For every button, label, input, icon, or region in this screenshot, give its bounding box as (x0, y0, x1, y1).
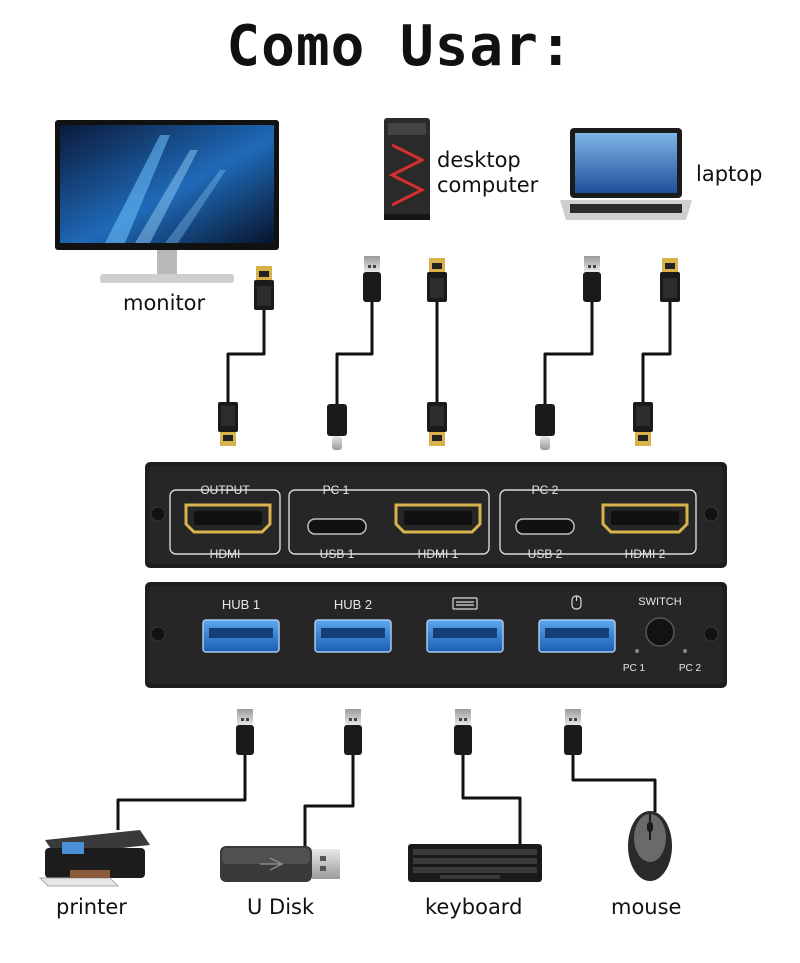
usb-plug-hub2 (344, 709, 362, 755)
laptop-icon (560, 128, 692, 220)
cable-keyboard (461, 755, 522, 846)
label-udisk: U Disk (247, 895, 315, 919)
usb-plug-hub1 (236, 709, 254, 755)
label-hdmi2: HDMI 2 (625, 547, 666, 561)
cable-udisk (303, 755, 355, 846)
cable-desktop-usb (335, 302, 374, 404)
hdmi-plug-laptop (660, 258, 680, 302)
printer-icon (38, 830, 150, 887)
kvm-switch-bottom-panel (145, 582, 727, 688)
label-output-hdmi: HDMI (210, 547, 241, 561)
usb-port-hub1 (202, 619, 280, 653)
label-hub1: HUB 1 (222, 597, 260, 612)
label-switch: SWITCH (638, 596, 681, 608)
cable-laptop-usb (543, 302, 594, 404)
kvm-switch-top-panel (145, 462, 727, 568)
label-desktop-line1: desktop (437, 148, 521, 172)
label-monitor: monitor (123, 291, 206, 315)
hdmi-plug-pc2 (633, 402, 653, 446)
usbc-plug-pc2 (535, 404, 555, 450)
monitor-icon (55, 120, 279, 283)
usbc-port-pc1 (307, 518, 367, 535)
usb-plug-laptop (583, 256, 601, 302)
label-mouse: mouse (611, 895, 682, 919)
desktop-computer-icon (384, 118, 430, 220)
cables (116, 302, 672, 846)
usb-plug-desktop (363, 256, 381, 302)
hdmi-plug-monitor (254, 266, 274, 310)
label-keyboard: keyboard (425, 895, 523, 919)
keyboard-icon (452, 597, 478, 610)
label-desktop-line2: computer (437, 173, 539, 197)
usb-port-keyboard (426, 619, 504, 653)
cable-printer (116, 755, 247, 830)
usb-port-hub2 (314, 619, 392, 653)
label-printer: printer (56, 895, 127, 919)
usbc-plug-pc1 (327, 404, 347, 450)
page-title: Como Usar: (226, 14, 574, 79)
cable-laptop-hdmi (641, 302, 672, 402)
hdmi-port-pc2 (601, 503, 689, 534)
label-led-pc2: PC 2 (679, 663, 702, 674)
label-usb2: USB 2 (528, 547, 563, 561)
hdmi-plug-output (218, 402, 238, 446)
hdmi-port-pc1 (394, 503, 482, 534)
usb-plug-keyboard (454, 709, 472, 755)
udisk-icon (220, 846, 340, 882)
label-led-pc1: PC 1 (623, 663, 646, 674)
hdmi-plug-pc1 (427, 402, 447, 446)
led-pc1 (635, 649, 639, 653)
mouse-device-icon (628, 811, 672, 881)
label-pc1: PC 1 (323, 483, 350, 497)
hdmi-port-output (184, 503, 272, 534)
cable-mouse (571, 755, 657, 812)
switch-button (645, 617, 675, 647)
usb-port-mouse (538, 619, 616, 653)
label-laptop: laptop (696, 162, 763, 186)
led-pc2 (683, 649, 687, 653)
usb-plug-mouse (564, 709, 582, 755)
label-output: OUTPUT (200, 483, 250, 497)
keyboard-device-icon (408, 844, 542, 882)
label-hub2: HUB 2 (334, 597, 372, 612)
usbc-port-pc2 (515, 518, 575, 535)
cable-monitor (226, 310, 266, 402)
hdmi-plug-desktop (427, 258, 447, 302)
label-pc2: PC 2 (532, 483, 559, 497)
mouse-icon (571, 595, 582, 610)
label-hdmi1: HDMI 1 (418, 547, 459, 561)
label-usb1: USB 1 (320, 547, 355, 561)
